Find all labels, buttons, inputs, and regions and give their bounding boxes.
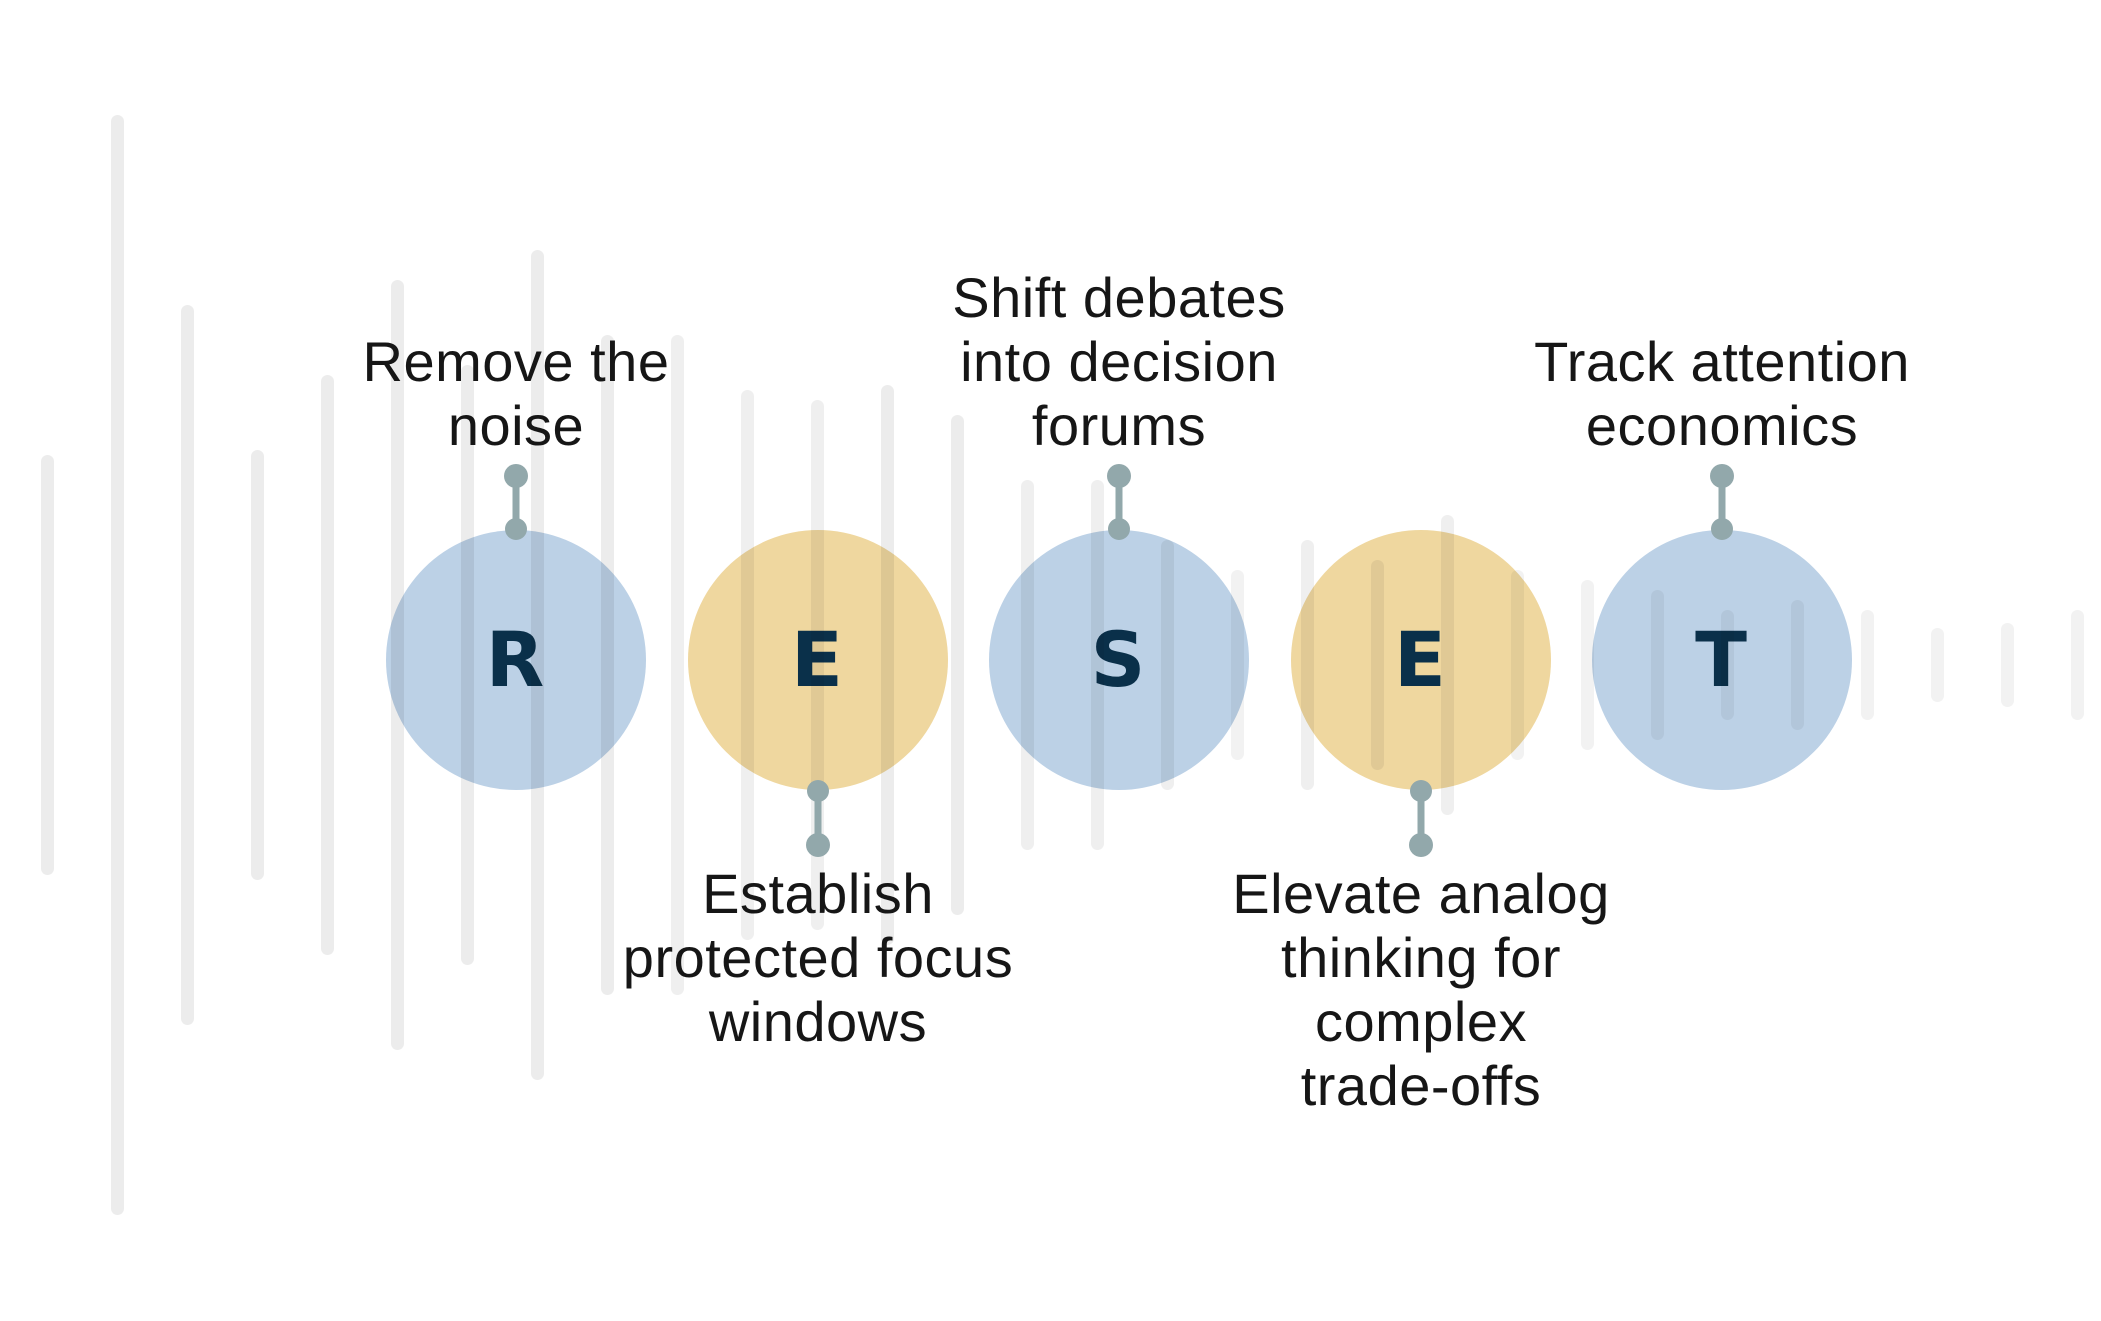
label-track-attention: Track attention economics xyxy=(1534,330,1910,457)
connector-dumbbell-top xyxy=(1709,464,1735,544)
waveform-bar xyxy=(1860,610,1874,720)
letter-circle-r-0: R xyxy=(386,530,646,790)
letter-circle-e-1: E xyxy=(688,530,948,790)
waveform-bar xyxy=(1930,628,1944,702)
circle-letter: T xyxy=(1695,615,1749,704)
circle-letter: R xyxy=(485,615,547,704)
circle-letter: E xyxy=(791,615,845,704)
connector-dumbbell-top xyxy=(503,464,529,544)
label-remove-the: Remove the noise xyxy=(362,330,670,457)
waveform-bar xyxy=(40,455,54,875)
waveform-bar xyxy=(2000,623,2014,707)
waveform-bar xyxy=(250,450,264,880)
waveform-bar xyxy=(2070,610,2084,720)
waveform-bar xyxy=(670,335,684,995)
connector-dumbbell-bottom xyxy=(1408,780,1434,860)
letter-circle-e-3: E xyxy=(1291,530,1551,790)
connector-dumbbell-top xyxy=(1106,464,1132,544)
label-shift-debates: Shift debates into decision forums xyxy=(952,266,1286,457)
circle-letter: E xyxy=(1394,615,1448,704)
connector-dumbbell-bottom xyxy=(805,780,831,860)
waveform-bar xyxy=(1580,580,1594,750)
waveform-bar xyxy=(180,305,194,1025)
label-elevate-analog: Elevate analog thinking for complex trad… xyxy=(1232,862,1610,1117)
waveform-bar xyxy=(320,375,334,955)
circle-letter: S xyxy=(1090,615,1148,704)
letter-circle-s-2: S xyxy=(989,530,1249,790)
waveform-bar xyxy=(110,115,124,1215)
letter-circle-t-4: T xyxy=(1592,530,1852,790)
waveform-bar xyxy=(950,415,964,915)
label-establish-protected: Establish protected focus windows xyxy=(622,862,1014,1053)
